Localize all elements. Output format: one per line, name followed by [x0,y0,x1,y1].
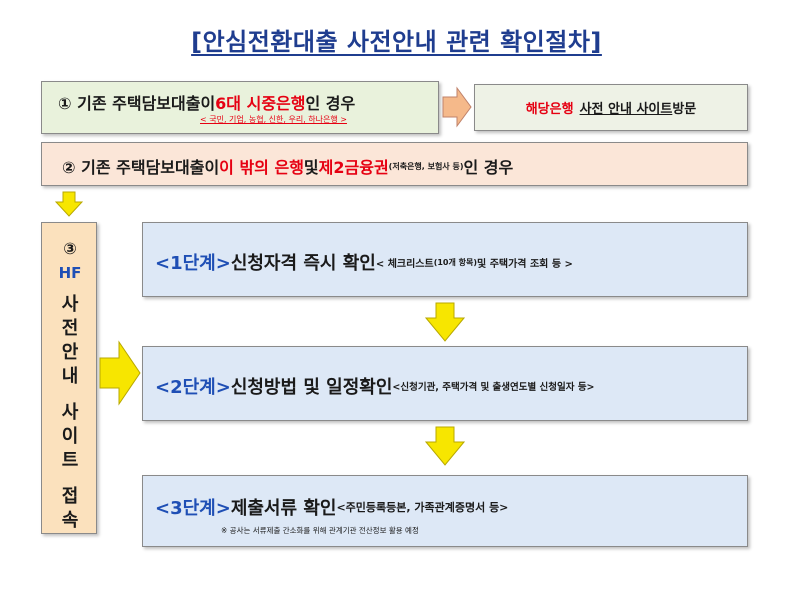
hf-logo-text: HF [58,264,82,282]
side-char: 트 [61,450,79,471]
step2-main: 신청방법 및 일정확인 [230,377,393,398]
down-arrow-icon [425,426,465,466]
side-char: 내 [61,366,79,387]
case2-note: (저축은행, 보험사 등) [388,161,464,171]
case1-banks: < 국민, 기업, 농협, 신한, 우리, 하나은행 > [200,115,347,124]
case1-lead: ① 기존 주택담보대출이 [58,94,216,113]
bank-site-box: 해당은행 사전 안내 사이트 방문 [474,84,748,131]
side-char: 전 [61,318,79,339]
step1-main: 신청자격 즉시 확인 [230,253,376,274]
step3-tag: <3단계> [155,498,231,519]
side-char: 이 [61,426,79,447]
bank-site-tail: 방문 [672,102,697,117]
hf-site-box: ③ HF 사 전 안 내 사 이 트 접 속 [41,222,97,534]
step1-box: <1단계> 신청자격 즉시 확인 < 체크리스트 (10개 항목) 및 주택가격… [142,222,748,297]
step2-box: <2단계> 신청방법 및 일정확인 <신청기관, 주택가격 및 출생연도별 신청… [142,346,748,421]
step1-sub: < 체크리스트 [375,258,434,270]
down-arrow-icon [55,191,83,217]
bank-site-highlight: 해당은행 [525,102,574,117]
case1-highlight: 6대 시중은행 [215,94,306,113]
case2-highlight2: 제2금융권 [318,158,389,177]
side-number: ③ [63,239,77,258]
step3-box: <3단계> 제출서류 확인 <주민등록등본, 가족관계증명서 등> ※ 공사는 … [142,475,748,547]
step2-sub: <신청기관, 주택가격 및 출생연도별 신청일자 등> [392,382,595,393]
case1-arrow-icon [442,86,472,128]
step1-subtail: 및 주택가격 조회 등 > [477,258,573,270]
side-char: 사 [61,402,79,423]
side-char: 접 [61,486,79,507]
bank-site-link[interactable]: 사전 안내 사이트 [579,102,673,117]
side-char: 안 [61,342,79,363]
case1-tail: 인 경우 [305,94,356,113]
step1-tag: <1단계> [155,253,231,274]
step3-sub: <주민등록등본, 가족관계증명서 등> [336,501,509,514]
side-char: 사 [61,294,79,315]
step3-main: 제출서류 확인 [230,498,337,519]
step1-subsmall: (10개 항목) [433,257,478,267]
right-arrow-icon [99,340,141,406]
step3-note: ※ 공사는 서류제출 간소화를 위해 관계기관 전산정보 활용 예정 [221,526,419,535]
step2-tag: <2단계> [155,377,231,398]
down-arrow-icon [425,302,465,342]
page-title: [안심전환대출 사전안내 관련 확인절차] [191,28,602,56]
case1-box: ① 기존 주택담보대출이 6대 시중은행 인 경우 < 국민, 기업, 농협, … [41,81,439,134]
case2-lead: ② 기존 주택담보대출이 [62,158,220,177]
case2-middle: 및 [303,158,319,177]
side-char: 속 [61,510,79,531]
case2-tail: 인 경우 [463,158,514,177]
case2-highlight1: 이 밖의 은행 [219,158,304,177]
case2-box: ② 기존 주택담보대출이 이 밖의 은행 및 제2금융권 (저축은행, 보험사 … [41,142,748,186]
